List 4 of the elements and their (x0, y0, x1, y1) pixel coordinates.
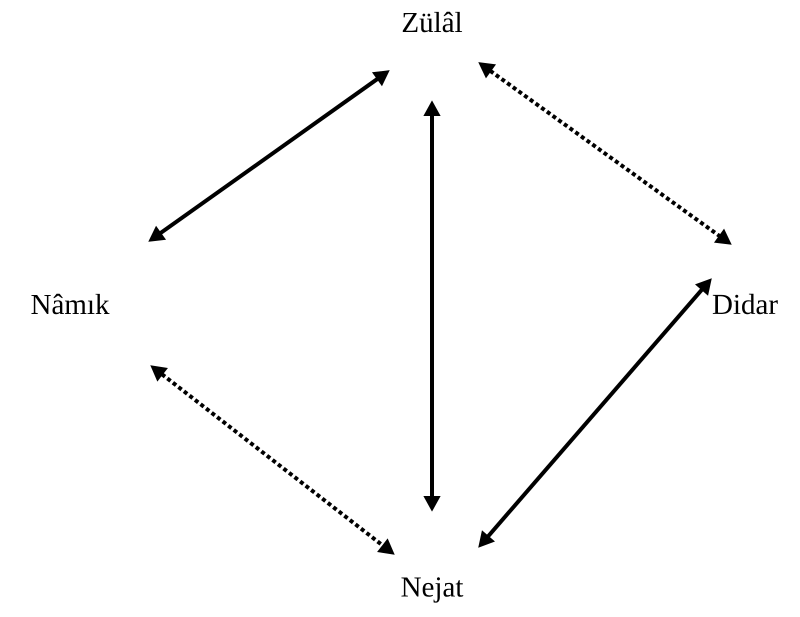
name-label: Nâmık (31, 294, 110, 314)
name-label: Nejat (401, 577, 464, 603)
name-label: Zülâl (402, 12, 462, 32)
name-label: Didar (712, 294, 778, 314)
